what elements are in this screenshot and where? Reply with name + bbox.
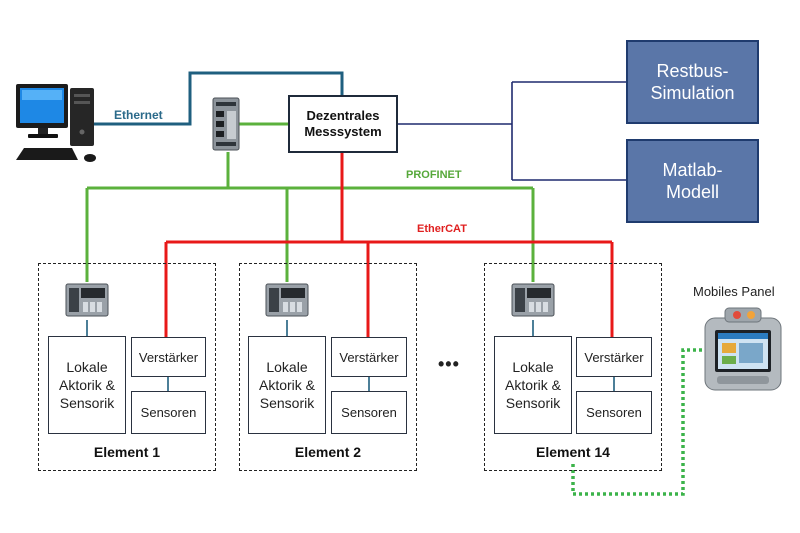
element-internal-links — [86, 320, 615, 391]
element-2-frame — [239, 263, 417, 471]
network-switch-icon — [212, 97, 240, 151]
lokal-line1: Lokale — [66, 359, 108, 375]
lokale-aktorik-sensorik-box: Lokale Aktorik & Sensorik — [48, 336, 126, 434]
ellipsis: ••• — [438, 354, 460, 374]
restbus-simulation-box: Restbus- Simulation — [626, 40, 759, 124]
verstaerker-box: Verstärker — [131, 337, 206, 377]
profinet-lines — [85, 122, 535, 282]
mobile-panel-link — [571, 348, 705, 496]
ethercat-label: EtherCAT — [417, 223, 467, 235]
element-1-title: Element 1 — [93, 444, 161, 460]
lokale-aktorik-sensorik-box: Lokale Aktorik & Sensorik — [248, 336, 326, 434]
ethernet-lines — [92, 71, 344, 126]
lokal-line1: Lokale — [266, 359, 308, 375]
element-2-title: Element 2 — [294, 444, 362, 460]
restbus-line1: Restbus- — [656, 61, 729, 81]
lokale-aktorik-sensorik-box: Lokale Aktorik & Sensorik — [494, 336, 572, 434]
lokal-line2: Aktorik & — [504, 377, 561, 393]
desktop-computer-icon — [16, 84, 96, 162]
lokal-line3: Sensorik — [259, 395, 315, 411]
matlab-line1: Matlab- — [662, 160, 723, 180]
sensoren-box: Sensoren — [131, 391, 206, 434]
matlab-line2: Modell — [665, 182, 720, 202]
lokal-line1: Lokale — [512, 359, 554, 375]
mobiles-panel-label: Mobiles Panel — [693, 284, 775, 299]
ethernet-line — [92, 71, 344, 126]
ethercat-lines — [164, 152, 614, 337]
mobile-panel-icon — [704, 307, 782, 391]
matlab-modell-box: Matlab- Modell — [626, 139, 759, 223]
lokal-line3: Sensorik — [59, 395, 115, 411]
io-module-icon — [65, 283, 109, 317]
element-1-frame — [38, 263, 216, 471]
verstaerker-box: Verstärker — [331, 337, 407, 377]
restbus-links — [398, 81, 626, 181]
sensoren-box: Sensoren — [576, 391, 652, 434]
element-14-frame — [484, 263, 662, 471]
element-14-title: Element 14 — [536, 444, 610, 460]
sensoren-box: Sensoren — [331, 391, 407, 434]
verstaerker-box: Verstärker — [576, 337, 652, 377]
profinet-label: PROFINET — [406, 169, 462, 181]
lokal-line2: Aktorik & — [58, 377, 115, 393]
lokal-line2: Aktorik & — [258, 377, 315, 393]
restbus-line2: Simulation — [650, 83, 735, 103]
messsystem-title-line1: Dezentrales — [306, 108, 380, 123]
lokal-line3: Sensorik — [505, 395, 561, 411]
io-module-icon — [511, 283, 555, 317]
io-module-icon — [265, 283, 309, 317]
messsystem-title-line2: Messsystem — [304, 124, 382, 139]
dezentrales-messsystem-box: Dezentrales Messsystem — [288, 95, 398, 153]
ethernet-label: Ethernet — [114, 108, 163, 122]
